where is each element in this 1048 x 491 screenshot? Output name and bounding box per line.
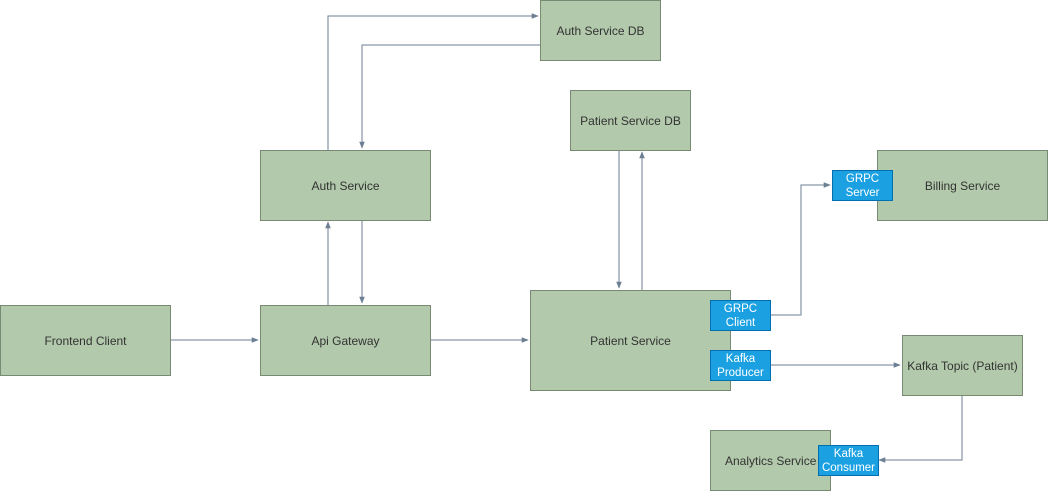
auth-service-db-node[interactable]: Auth Service DB	[540, 0, 661, 61]
kafka-topic-label: Kafka Topic (Patient)	[907, 358, 1018, 373]
kafka-producer-line2: Producer	[717, 366, 764, 379]
analytics-service-node[interactable]: Analytics Service	[710, 430, 831, 491]
grpc-client-line1: GRPC	[723, 302, 758, 315]
frontend-client-label: Frontend Client	[44, 333, 127, 348]
kafka-topic-node[interactable]: Kafka Topic (Patient)	[902, 335, 1023, 396]
patient-service-db-node[interactable]: Patient Service DB	[570, 90, 691, 151]
patient-service-label: Patient Service	[590, 333, 671, 348]
kafka-producer-tag[interactable]: Kafka Producer	[710, 350, 771, 381]
grpc-server-line2: Server	[845, 186, 880, 199]
billing-service-node[interactable]: Billing Service	[877, 150, 1048, 221]
kafka-consumer-tag[interactable]: Kafka Consumer	[818, 445, 879, 476]
grpc-server-line1: GRPC	[845, 172, 880, 185]
auth-service-label: Auth Service	[311, 178, 380, 193]
patient-service-node[interactable]: Patient Service	[530, 290, 731, 391]
api-gateway-node[interactable]: Api Gateway	[260, 305, 431, 376]
grpc-server-tag[interactable]: GRPC Server	[832, 170, 893, 201]
api-gateway-label: Api Gateway	[311, 333, 380, 348]
analytics-service-label: Analytics Service	[725, 453, 817, 468]
kafka-consumer-line1: Kafka	[833, 447, 864, 460]
grpc-client-tag[interactable]: GRPC Client	[710, 300, 771, 331]
auth-service-node[interactable]: Auth Service	[260, 150, 431, 221]
frontend-client-node[interactable]: Frontend Client	[0, 305, 171, 376]
grpc-client-line2: Client	[725, 316, 756, 329]
kafka-producer-line1: Kafka	[725, 352, 756, 365]
patient-service-db-label: Patient Service DB	[580, 113, 681, 128]
edge-auth-db-to-auth-service	[359, 44, 540, 149]
kafka-consumer-line2: Consumer	[821, 461, 876, 474]
billing-service-label: Billing Service	[924, 178, 1001, 193]
edge-topic-to-kafka-consumer	[878, 395, 963, 463]
edge-auth-service-to-auth-db	[327, 13, 539, 150]
auth-service-db-label: Auth Service DB	[556, 23, 645, 38]
edge-grpc-client-to-grpc-server	[771, 182, 831, 316]
